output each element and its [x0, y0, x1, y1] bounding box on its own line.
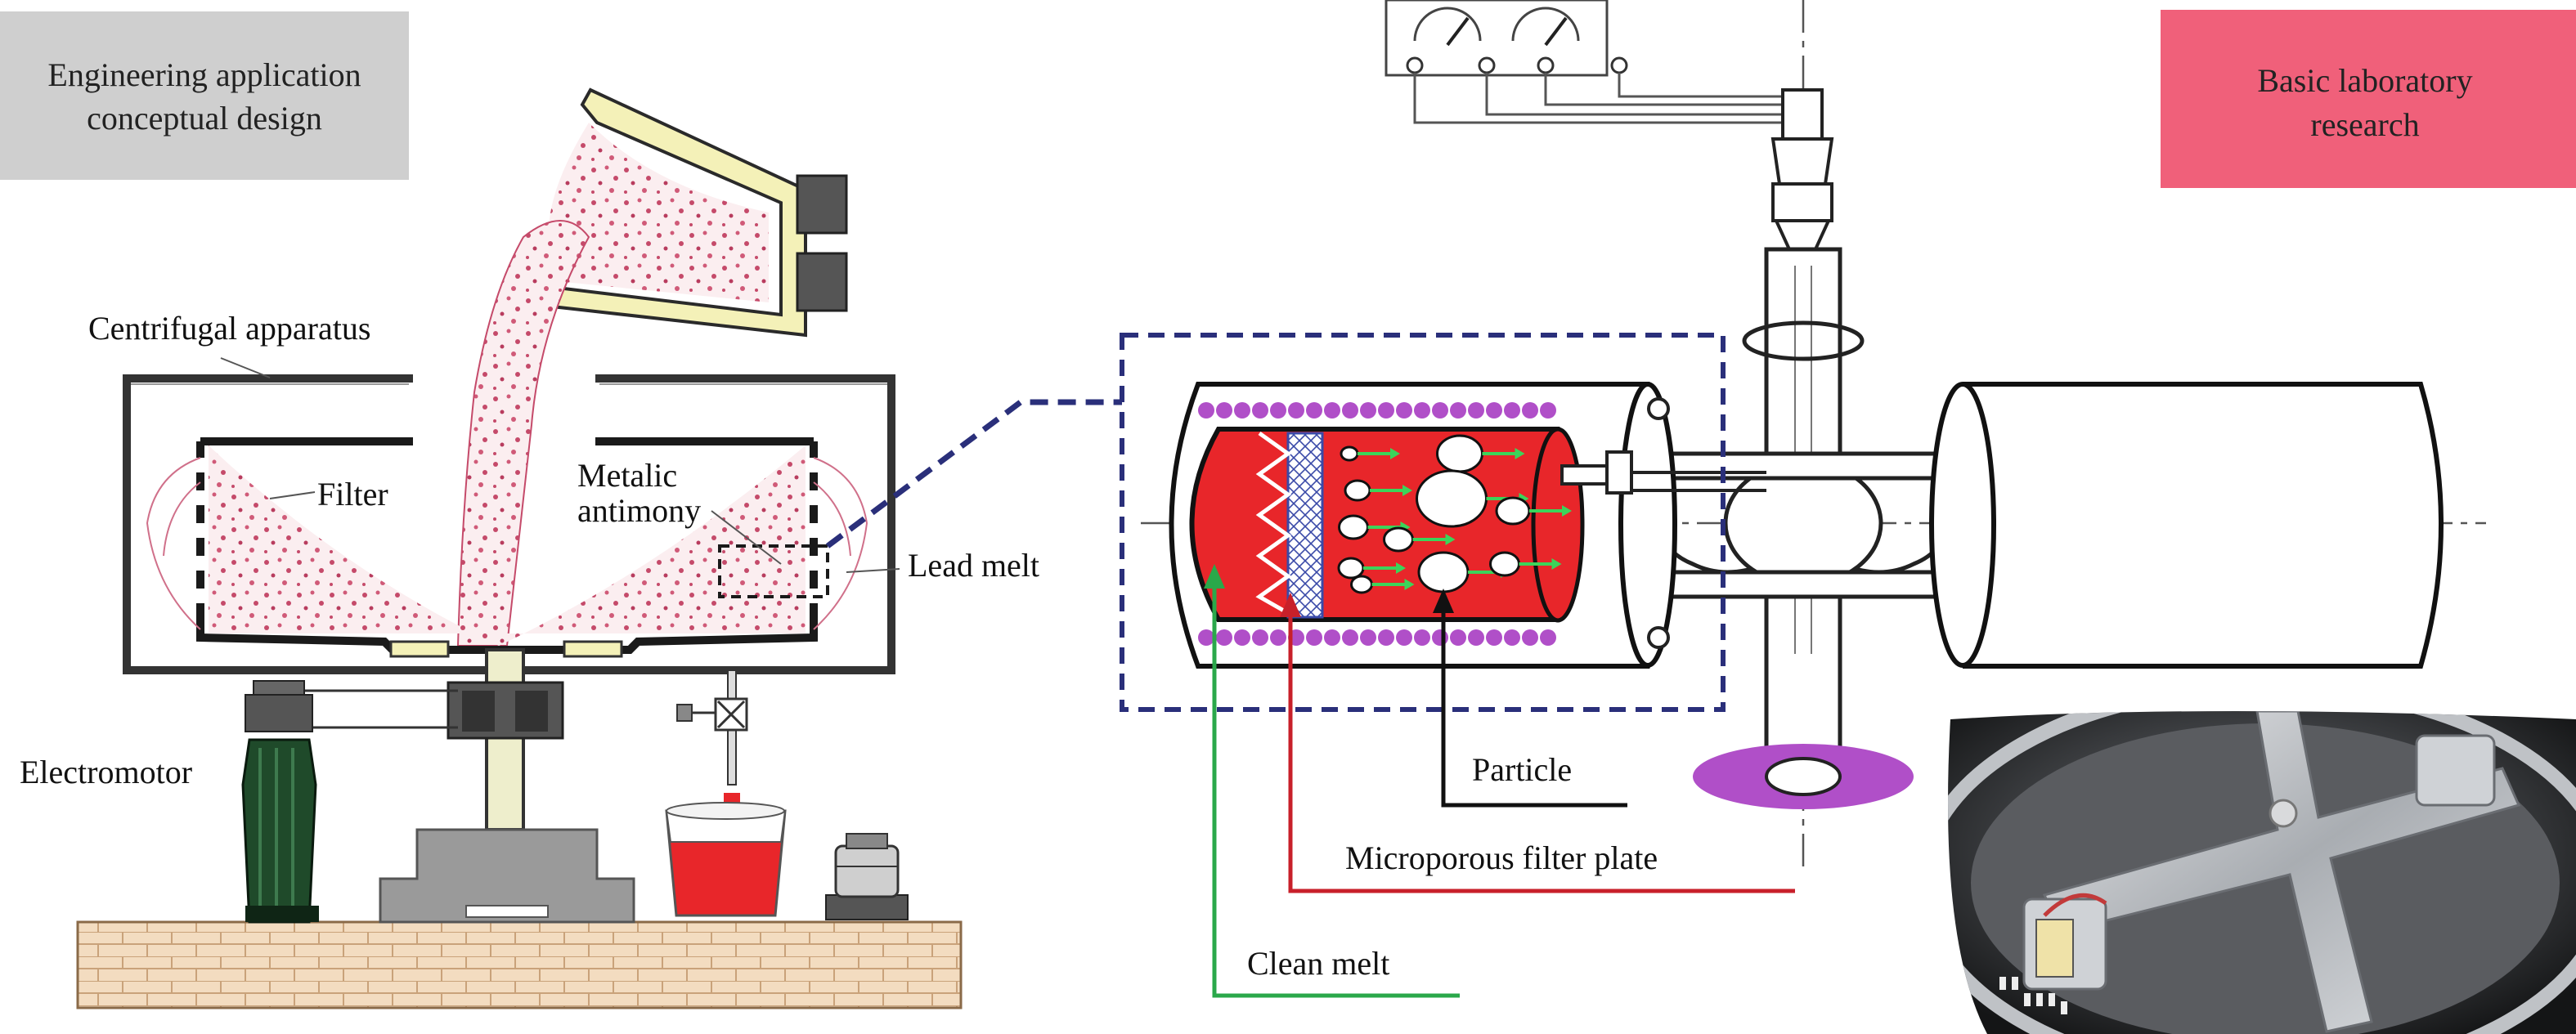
collection-bucket [665, 802, 787, 917]
laboratory-caption-line2: research [2310, 106, 2419, 143]
label-microporous-filter-plate: Microporous filter plate [1345, 839, 1658, 876]
label-antimony: antimony [577, 492, 701, 529]
purple-particle [1216, 402, 1232, 419]
purple-particle [1522, 402, 1538, 419]
melt-particle [1344, 479, 1371, 502]
vertical-rotor-shaft [1742, 88, 1865, 783]
right-rotor-cylinder [1929, 382, 2444, 669]
melt-particle [1489, 551, 1520, 577]
laboratory-caption-line1: Basic laboratory [2257, 62, 2472, 99]
engineering-caption-line2: conceptual design [87, 100, 322, 137]
laboratory-caption-box: Basic laboratory research [2161, 10, 2576, 188]
inner-melt-vessel [1189, 427, 1585, 623]
purple-particle [1396, 629, 1412, 646]
purple-particle [1378, 402, 1394, 419]
particle-leader [1441, 601, 1627, 808]
purple-particle [1540, 402, 1556, 419]
purple-particle [1252, 629, 1268, 646]
melt-particle [1495, 496, 1531, 526]
purple-particle [1270, 402, 1286, 419]
label-electromotor: Electromotor [20, 754, 192, 790]
purple-particle [1252, 402, 1268, 419]
purple-particle [1468, 629, 1484, 646]
purple-particle [1360, 629, 1376, 646]
melt-particle [1337, 557, 1365, 580]
rotor-photo [1948, 711, 2576, 1034]
purple-particle [1288, 402, 1304, 419]
purple-particle [1432, 629, 1448, 646]
flow-arrow-head [1515, 448, 1525, 459]
purple-particle [1486, 629, 1502, 646]
gauge-panel [1384, 0, 1628, 77]
purple-particle [1468, 402, 1484, 419]
flow-arrow-head [1402, 485, 1412, 496]
melt-particle [1417, 551, 1470, 593]
engineering-caption-box: Engineering application conceptual desig… [0, 11, 409, 180]
feed-hopper [541, 87, 848, 338]
label-metalic: Metalic [577, 457, 677, 494]
clean-melt-leader [1212, 576, 1460, 998]
purple-particle [1504, 629, 1520, 646]
purple-particle [1198, 629, 1214, 646]
label-clean-melt: Clean melt [1247, 945, 1389, 982]
label-centrifugal-apparatus: Centrifugal apparatus [88, 310, 370, 347]
purple-particle [1270, 629, 1286, 646]
electromotor [241, 680, 319, 924]
purple-particle [1342, 629, 1358, 646]
purple-particle [1234, 402, 1250, 419]
detail-frame [1120, 333, 1726, 712]
melt-particle [1416, 469, 1488, 528]
engineering-caption-line1: Engineering application [47, 56, 361, 93]
purple-particle [1198, 402, 1214, 419]
purple-particle [1378, 629, 1394, 646]
purple-particle [1360, 402, 1376, 419]
purple-particle [1324, 402, 1340, 419]
purple-particle [1522, 629, 1538, 646]
purple-particle [1450, 402, 1466, 419]
purple-particle [1414, 402, 1430, 419]
purple-particle [1486, 402, 1502, 419]
purple-particle [1306, 402, 1322, 419]
label-lead-melt: Lead melt [908, 547, 1039, 584]
filtration-particles [1337, 434, 1572, 594]
flow-arrow-head [1390, 448, 1400, 459]
purple-particle [1504, 402, 1520, 419]
auxiliary-device [825, 833, 909, 920]
label-particle: Particle [1472, 751, 1572, 788]
flow-arrow-head [1404, 579, 1415, 590]
drain-valve [676, 669, 748, 804]
flow-arrow-head [1551, 558, 1562, 570]
flow-arrow-head [1396, 562, 1406, 574]
flow-arrow-head [1445, 534, 1456, 545]
purple-particle [1540, 629, 1556, 646]
melt-particle [1340, 445, 1359, 462]
inner-bowl [146, 437, 868, 654]
central-shaft [379, 640, 635, 924]
callout-source-box [718, 544, 829, 598]
purple-particle [1306, 629, 1322, 646]
purple-particle [1342, 402, 1358, 419]
melt-particle [1436, 434, 1483, 473]
cylinder-coupling [1560, 450, 1766, 495]
purple-particle [1216, 629, 1232, 646]
label-filter: Filter [317, 476, 388, 513]
microporous-filter-plate [1255, 431, 1324, 619]
filter-plate-leader [1288, 605, 1795, 893]
purple-particle [1432, 402, 1448, 419]
callout-connector [825, 399, 1122, 548]
purple-particle-rows [1198, 402, 1556, 646]
purple-particle [1234, 629, 1250, 646]
flow-arrow-head [1562, 505, 1572, 517]
purple-particle [1414, 629, 1430, 646]
melt-particle [1350, 575, 1373, 594]
melt-particle [1383, 526, 1414, 553]
brick-foundation [76, 920, 963, 1009]
falling-melt-stream [456, 220, 590, 647]
melt-particle [1338, 514, 1369, 540]
purple-particle [1396, 402, 1412, 419]
gauge-wires [1413, 73, 1799, 124]
purple-particle [1450, 629, 1466, 646]
purple-particle [1324, 629, 1340, 646]
